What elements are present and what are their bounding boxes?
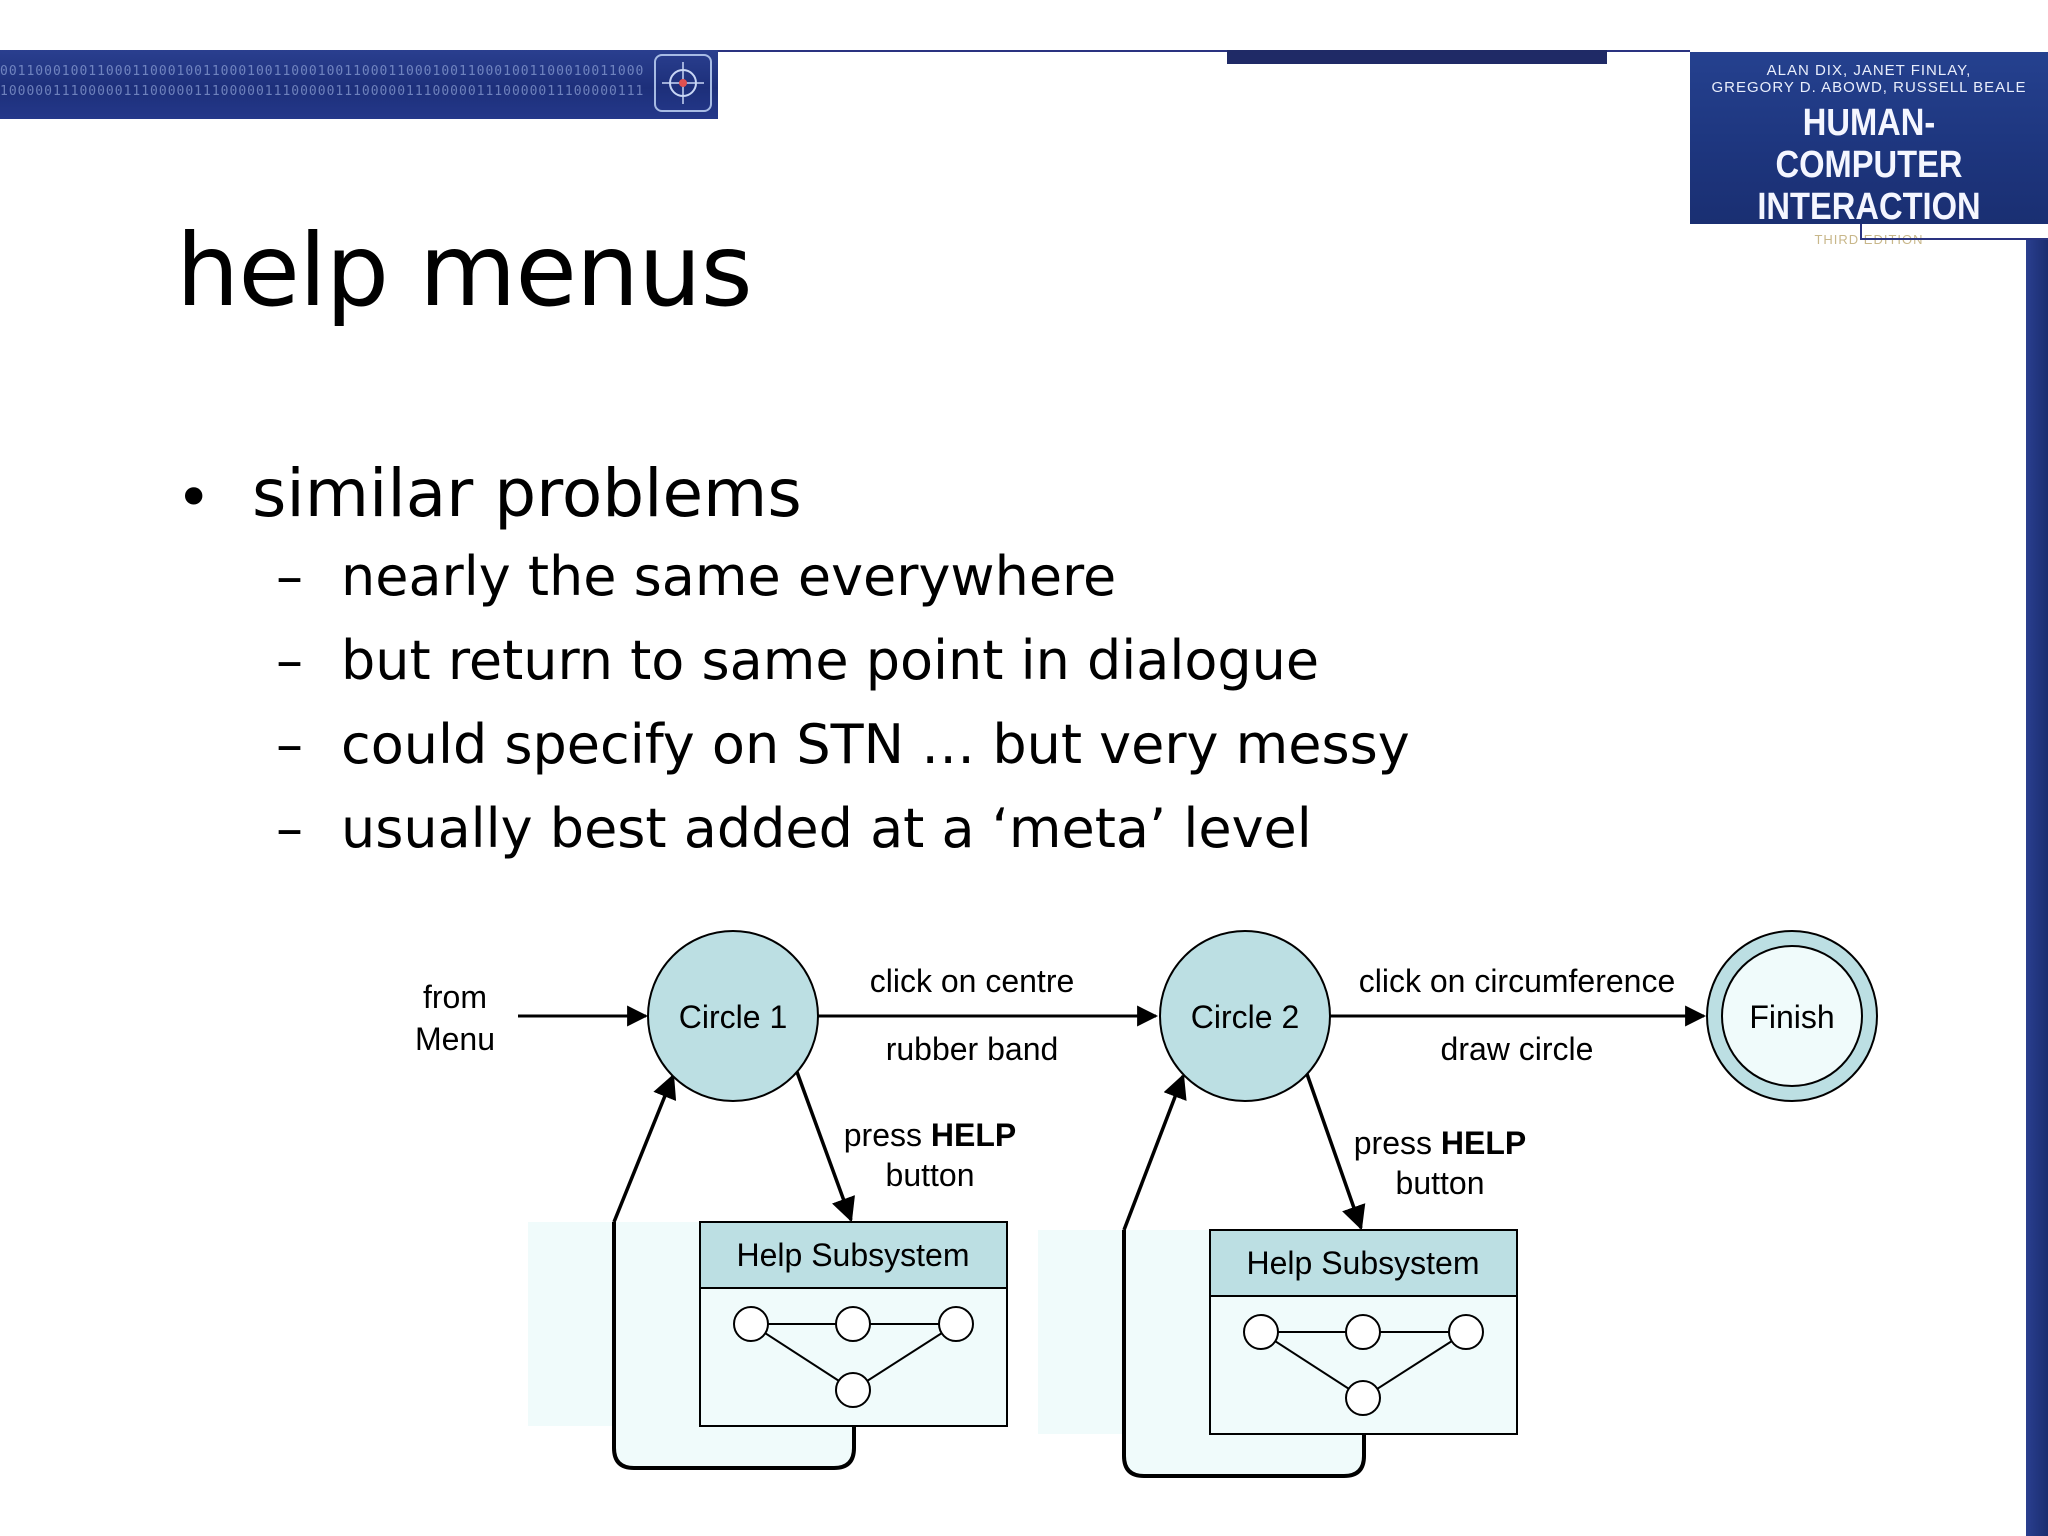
dash-icon: – (276, 797, 303, 860)
dash-icon: – (276, 713, 303, 776)
sub-bullet-text: usually best added at a ‘meta’ level (341, 797, 1312, 860)
mini-node (733, 1306, 769, 1342)
mini-node (1345, 1314, 1381, 1350)
main-bullet-text: similar problems (252, 455, 802, 532)
mini-edge (750, 1323, 854, 1391)
book-title-2: INTERACTION (1757, 186, 1981, 228)
banner-binary-pattern-2: 1000001110000011100000111000001110000011… (0, 84, 645, 99)
dash-icon: – (276, 545, 303, 608)
mini-node (1448, 1314, 1484, 1350)
transition-2-action: draw circle (1441, 1031, 1594, 1067)
help-press-label-1: press HELP (844, 1117, 1016, 1153)
mini-edge (1362, 1331, 1467, 1399)
help-button-label-1: button (886, 1157, 975, 1193)
book-title: HUMAN-COMPUTER (1775, 102, 1963, 186)
right-border-strip (2026, 240, 2048, 1536)
mini-edge (1260, 1331, 1364, 1399)
transition-1-label: click on centre (870, 963, 1075, 999)
bullet-dot-icon: • (176, 463, 212, 533)
help-subsystem-2: Help Subsystem (1209, 1229, 1518, 1435)
finish-state-inner (1721, 945, 1863, 1087)
help-subsystem-header (1209, 1229, 1518, 1297)
mini-edge (852, 1323, 957, 1391)
cover-frame (1860, 224, 2048, 240)
slide-title: help menus (176, 212, 753, 329)
mini-node (938, 1306, 974, 1342)
transition-2-label: click on circumference (1359, 963, 1676, 999)
transition-1-action: rubber band (886, 1031, 1059, 1067)
book-authors: ALAN DIX, JANET FINLAY, (1766, 62, 1972, 79)
help-subsystem-label: Help Subsystem (737, 1237, 970, 1273)
mini-node (1345, 1380, 1381, 1416)
help-press-label-2: press HELP (1354, 1125, 1526, 1161)
state-circle-1-label: Circle 1 (679, 999, 787, 1035)
sub-bullet-text: but return to same point in dialogue (341, 629, 1320, 692)
sub-bullet-text: could specify on STN … but very messy (341, 713, 1410, 776)
banner-logo-icon (654, 54, 712, 112)
help-subsystem-label: Help Subsystem (1247, 1245, 1480, 1281)
help-arrow-1 (795, 1071, 855, 1223)
book-cover: ALAN DIX, JANET FINLAY, GREGORY D. ABOWD… (1690, 52, 2048, 247)
header-rule (718, 50, 1690, 52)
state-circle-2-label: Circle 2 (1191, 999, 1299, 1035)
help-subsystem-header (699, 1221, 1008, 1289)
return-arrow-1 (612, 1073, 677, 1223)
return-arrow-2 (1122, 1073, 1187, 1231)
mini-node (835, 1372, 871, 1408)
sub-bullet-text: nearly the same everywhere (341, 545, 1117, 608)
help-button-label-2: button (1396, 1165, 1485, 1201)
from-label: from (423, 979, 487, 1015)
menu-label: Menu (415, 1021, 495, 1057)
book-authors-2: GREGORY D. ABOWD, RUSSELL BEALE (1711, 79, 2027, 96)
mini-node (1243, 1314, 1279, 1350)
mini-node (835, 1306, 871, 1342)
help-arrow-2 (1305, 1073, 1366, 1231)
header-banner: 0011000100110001100010011000100110001001… (0, 50, 718, 119)
dash-icon: – (276, 629, 303, 692)
banner-binary-pattern: 0011000100110001100010011000100110001001… (0, 64, 645, 79)
finish-label: Finish (1749, 999, 1834, 1035)
help-subsystem-1: Help Subsystem (699, 1221, 1008, 1427)
header-accent-bar (1227, 50, 1607, 64)
